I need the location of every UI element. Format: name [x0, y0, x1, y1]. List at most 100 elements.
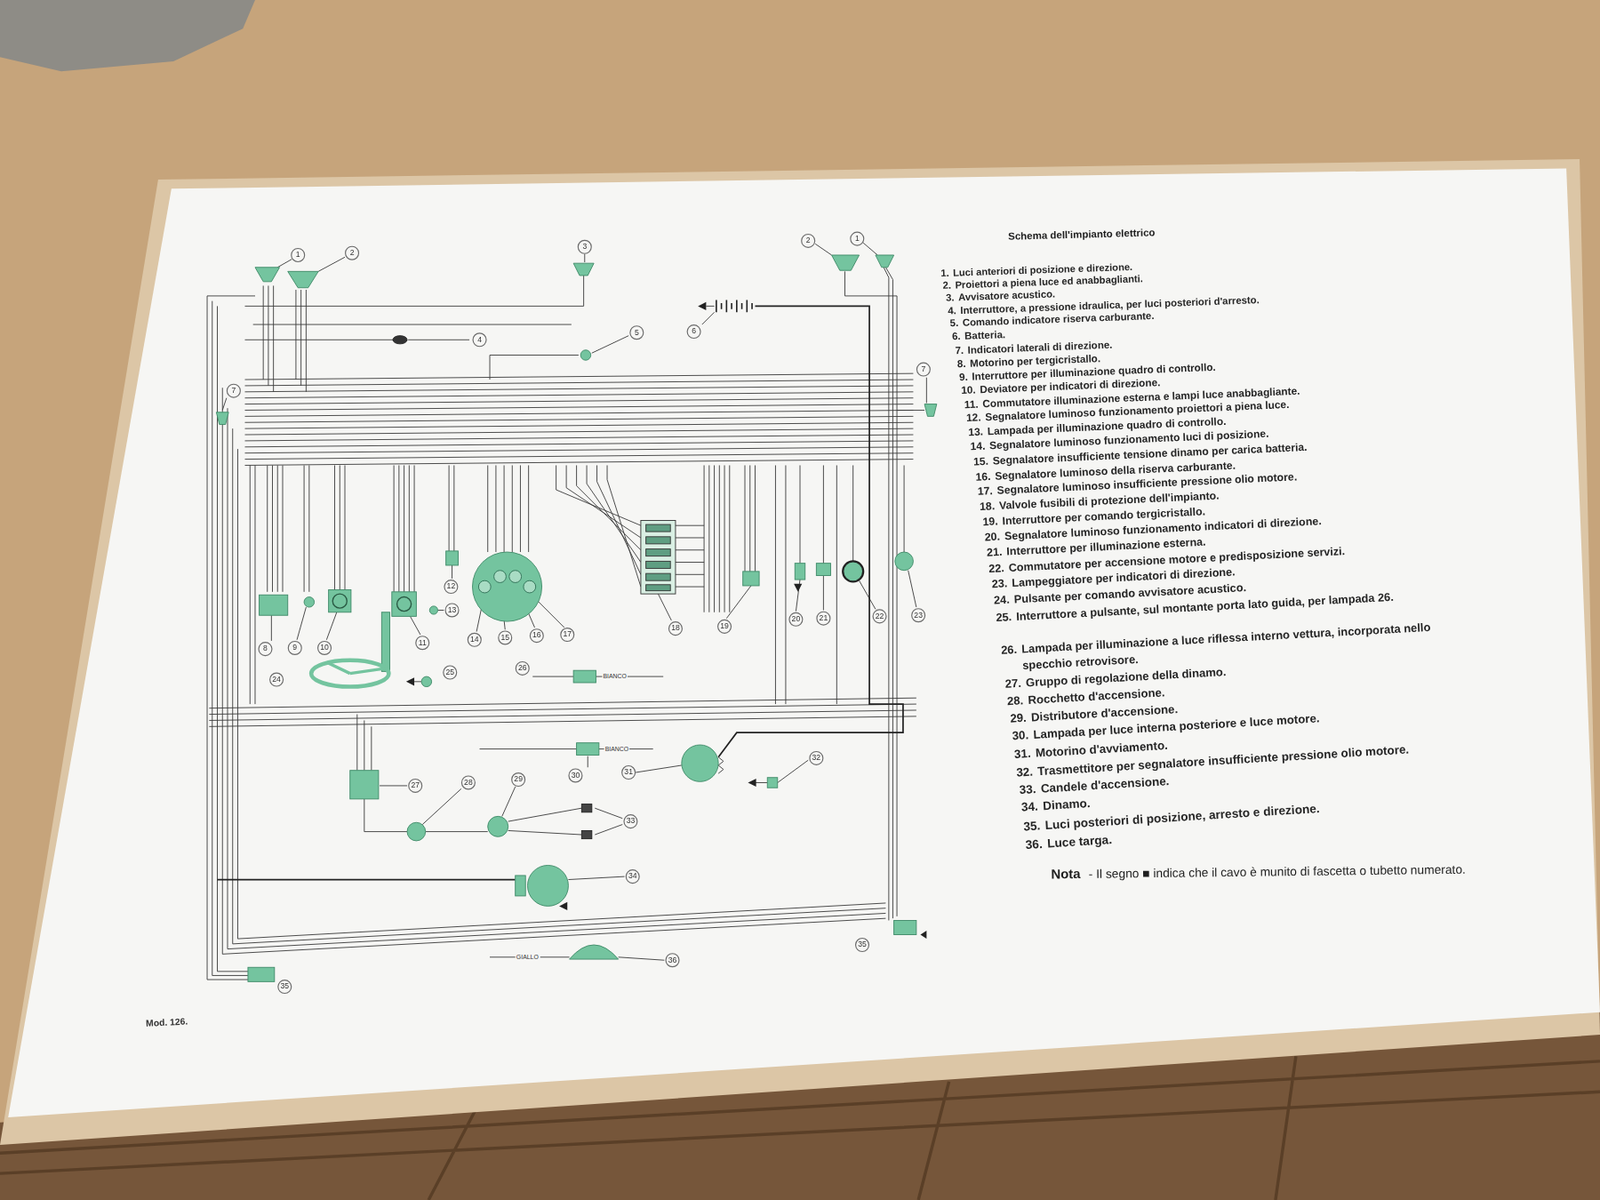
component-symbol [895, 552, 914, 571]
legend-number: 27. [1004, 674, 1022, 693]
wire [489, 757, 808, 960]
wire [495, 464, 496, 552]
legend-number: 4. [947, 304, 957, 318]
component-symbol [573, 670, 596, 683]
legend-number: 2. [943, 279, 952, 292]
callout-number: 35 [277, 979, 292, 994]
wire [222, 387, 886, 954]
component-symbol [842, 560, 864, 582]
wire [271, 565, 452, 641]
wire [480, 676, 664, 768]
component-symbol [311, 660, 389, 688]
wire [528, 464, 529, 552]
wire [245, 428, 914, 435]
component-symbol [832, 255, 860, 271]
wire [512, 464, 513, 552]
callout-number: 13 [445, 602, 460, 617]
component-symbol [580, 350, 591, 360]
legend-number: 24. [992, 592, 1010, 609]
callout-number: 8 [257, 641, 272, 656]
component-symbol [392, 336, 408, 344]
component-symbol [429, 606, 438, 615]
component-symbol [288, 271, 319, 288]
callout-number: 23 [911, 608, 926, 623]
wire [281, 464, 283, 592]
component-symbol [894, 920, 917, 935]
wire [724, 464, 726, 612]
callout-number: 1 [290, 248, 305, 263]
wire [245, 434, 914, 441]
component-symbol [646, 573, 672, 581]
legend-number: 9. [959, 369, 968, 384]
legend-number: 35. [1023, 816, 1041, 836]
component-symbol [381, 612, 390, 672]
wire [277, 464, 279, 592]
note-text: - Il segno ■ indica che il cavo è munito… [1088, 845, 1518, 898]
workbench [0, 0, 256, 72]
wire [308, 464, 310, 592]
wire [728, 464, 730, 612]
wire [222, 377, 927, 612]
component-symbol [581, 804, 592, 813]
callout-number: 33 [623, 814, 638, 829]
wire [245, 416, 914, 423]
legend-text: Luce targa. [1047, 830, 1113, 853]
legend-number: 22. [988, 560, 1005, 577]
note-row: Nota- Il segno ■ indica che il cavo è mu… [1050, 845, 1518, 898]
component-symbol [255, 267, 280, 282]
wire [245, 275, 630, 380]
component-symbol [646, 524, 672, 532]
component-symbol [326, 662, 386, 674]
ground-arrow [559, 902, 568, 911]
wire [245, 453, 914, 460]
legend-text: Batteria. [964, 328, 1006, 343]
wire [245, 422, 914, 429]
component-symbol [646, 584, 672, 592]
legend-number: 18. [979, 498, 996, 515]
component-symbol [646, 536, 672, 544]
ground-arrow [793, 584, 802, 592]
callout-number: 10 [317, 640, 332, 656]
wire [852, 464, 854, 563]
callout-number: 4 [472, 332, 488, 347]
main-cable [718, 305, 904, 757]
wire [207, 242, 927, 980]
diagram-title: Schema dell'impianto elettrico [1008, 226, 1156, 242]
callout-number: 11 [415, 635, 430, 650]
legend-number: 25. [995, 608, 1013, 625]
callout-number: 17 [560, 627, 575, 642]
component-symbol [332, 593, 347, 608]
component-symbol [421, 676, 432, 687]
legend-number: 6. [952, 329, 961, 344]
wire [207, 285, 306, 392]
wire [719, 464, 720, 612]
paper-sheet [8, 168, 1600, 1118]
callout-number: 36 [664, 952, 680, 968]
callout-number: 34 [625, 869, 640, 884]
legend-number: 5. [949, 317, 959, 331]
main-cable [217, 305, 904, 880]
wire [393, 464, 395, 592]
callout-number: 32 [808, 751, 824, 766]
component-symbol [794, 563, 805, 580]
component-symbol [573, 263, 594, 276]
wire [245, 373, 914, 380]
component-symbol [216, 412, 229, 425]
component-symbol [259, 594, 288, 616]
legend-number: 32. [1016, 761, 1034, 781]
legend-number: 13. [968, 424, 984, 440]
ground-arrow [747, 778, 756, 787]
legend-number: 11. [963, 397, 978, 412]
ground-arrow [920, 930, 927, 939]
legend-number: 30. [1011, 727, 1030, 746]
callout-number: 26 [515, 661, 530, 676]
wire [713, 464, 715, 612]
wire [453, 464, 455, 552]
wire [245, 379, 914, 386]
callout-number: 2 [344, 246, 360, 261]
legend-text: Lampada per illuminazione a luce rifless… [1020, 618, 1440, 675]
wire [245, 409, 914, 416]
callout-number: 2 [800, 233, 816, 248]
